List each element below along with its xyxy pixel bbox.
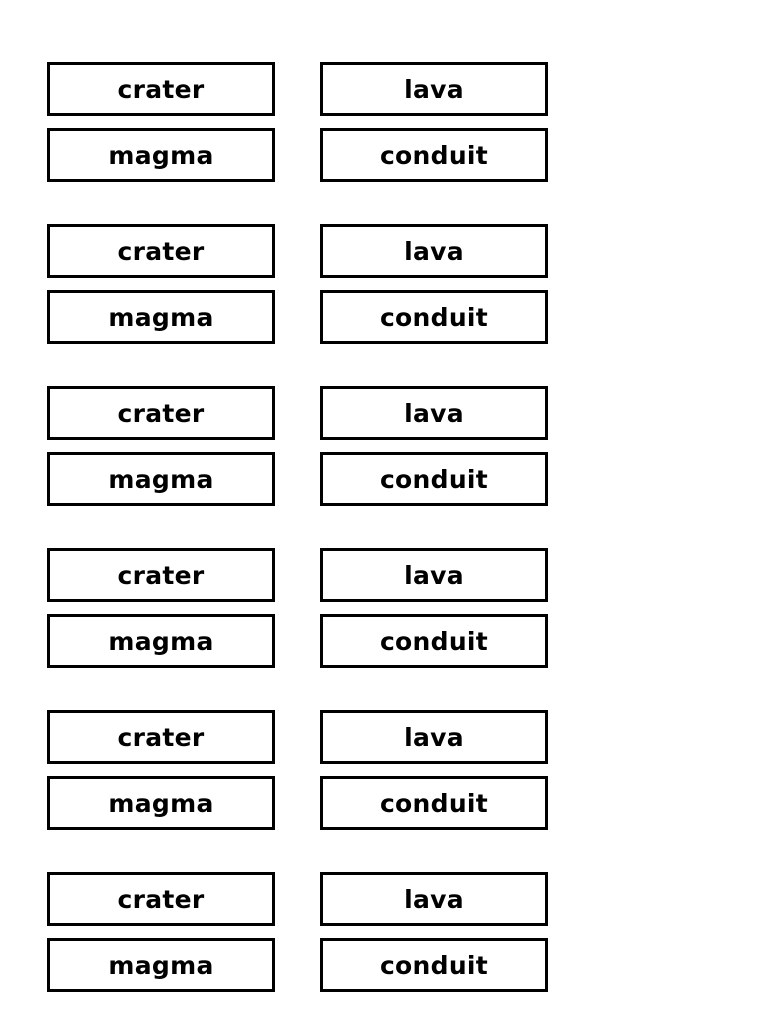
- label-card[interactable]: conduit: [320, 452, 548, 506]
- card-column-right: lava conduit: [320, 872, 548, 992]
- card-label: lava: [404, 398, 464, 428]
- card-label: crater: [117, 236, 205, 266]
- card-label: magma: [108, 464, 214, 494]
- card-column-right: lava conduit: [320, 62, 548, 182]
- card-label: conduit: [379, 626, 489, 656]
- card-label: crater: [117, 74, 205, 104]
- card-column-left: crater magma: [47, 872, 275, 992]
- card-column-right: lava conduit: [320, 386, 548, 506]
- label-card[interactable]: lava: [320, 224, 548, 278]
- card-group: crater magma lava conduit: [47, 872, 548, 992]
- label-card[interactable]: crater: [47, 710, 275, 764]
- card-label: lava: [404, 884, 464, 914]
- label-card[interactable]: magma: [47, 614, 275, 668]
- card-group: crater magma lava conduit: [47, 710, 548, 830]
- card-label: crater: [117, 722, 205, 752]
- label-card[interactable]: lava: [320, 872, 548, 926]
- card-label: lava: [404, 722, 464, 752]
- card-group: crater magma lava conduit: [47, 386, 548, 506]
- card-label: conduit: [379, 302, 489, 332]
- card-label: magma: [108, 626, 214, 656]
- label-card[interactable]: magma: [47, 938, 275, 992]
- card-column-left: crater magma: [47, 62, 275, 182]
- label-card[interactable]: lava: [320, 386, 548, 440]
- card-label: crater: [117, 398, 205, 428]
- card-column-left: crater magma: [47, 224, 275, 344]
- label-card[interactable]: lava: [320, 710, 548, 764]
- card-label: conduit: [379, 140, 489, 170]
- label-card[interactable]: crater: [47, 386, 275, 440]
- label-card[interactable]: magma: [47, 776, 275, 830]
- card-group: crater magma lava conduit: [47, 62, 548, 182]
- card-grid: crater magma lava conduit crater: [47, 62, 548, 992]
- label-card[interactable]: magma: [47, 290, 275, 344]
- label-card[interactable]: crater: [47, 62, 275, 116]
- card-label: conduit: [379, 788, 489, 818]
- card-column-left: crater magma: [47, 386, 275, 506]
- card-column-right: lava conduit: [320, 548, 548, 668]
- card-group: crater magma lava conduit: [47, 224, 548, 344]
- card-column-right: lava conduit: [320, 710, 548, 830]
- card-column-left: crater magma: [47, 710, 275, 830]
- card-label: magma: [108, 950, 214, 980]
- label-card[interactable]: crater: [47, 548, 275, 602]
- label-card[interactable]: conduit: [320, 938, 548, 992]
- label-card[interactable]: conduit: [320, 128, 548, 182]
- label-card[interactable]: crater: [47, 872, 275, 926]
- card-column-left: crater magma: [47, 548, 275, 668]
- card-label: lava: [404, 560, 464, 590]
- card-label: lava: [404, 236, 464, 266]
- card-label: crater: [117, 560, 205, 590]
- card-column-right: lava conduit: [320, 224, 548, 344]
- card-label: conduit: [379, 464, 489, 494]
- label-card[interactable]: lava: [320, 62, 548, 116]
- label-card[interactable]: conduit: [320, 614, 548, 668]
- label-card[interactable]: crater: [47, 224, 275, 278]
- label-card[interactable]: magma: [47, 128, 275, 182]
- label-card[interactable]: conduit: [320, 776, 548, 830]
- label-card[interactable]: magma: [47, 452, 275, 506]
- card-group: crater magma lava conduit: [47, 548, 548, 668]
- card-label: magma: [108, 140, 214, 170]
- card-label: magma: [108, 302, 214, 332]
- label-card[interactable]: conduit: [320, 290, 548, 344]
- card-label: crater: [117, 884, 205, 914]
- card-label: magma: [108, 788, 214, 818]
- card-label: conduit: [379, 950, 489, 980]
- card-label: lava: [404, 74, 464, 104]
- label-card[interactable]: lava: [320, 548, 548, 602]
